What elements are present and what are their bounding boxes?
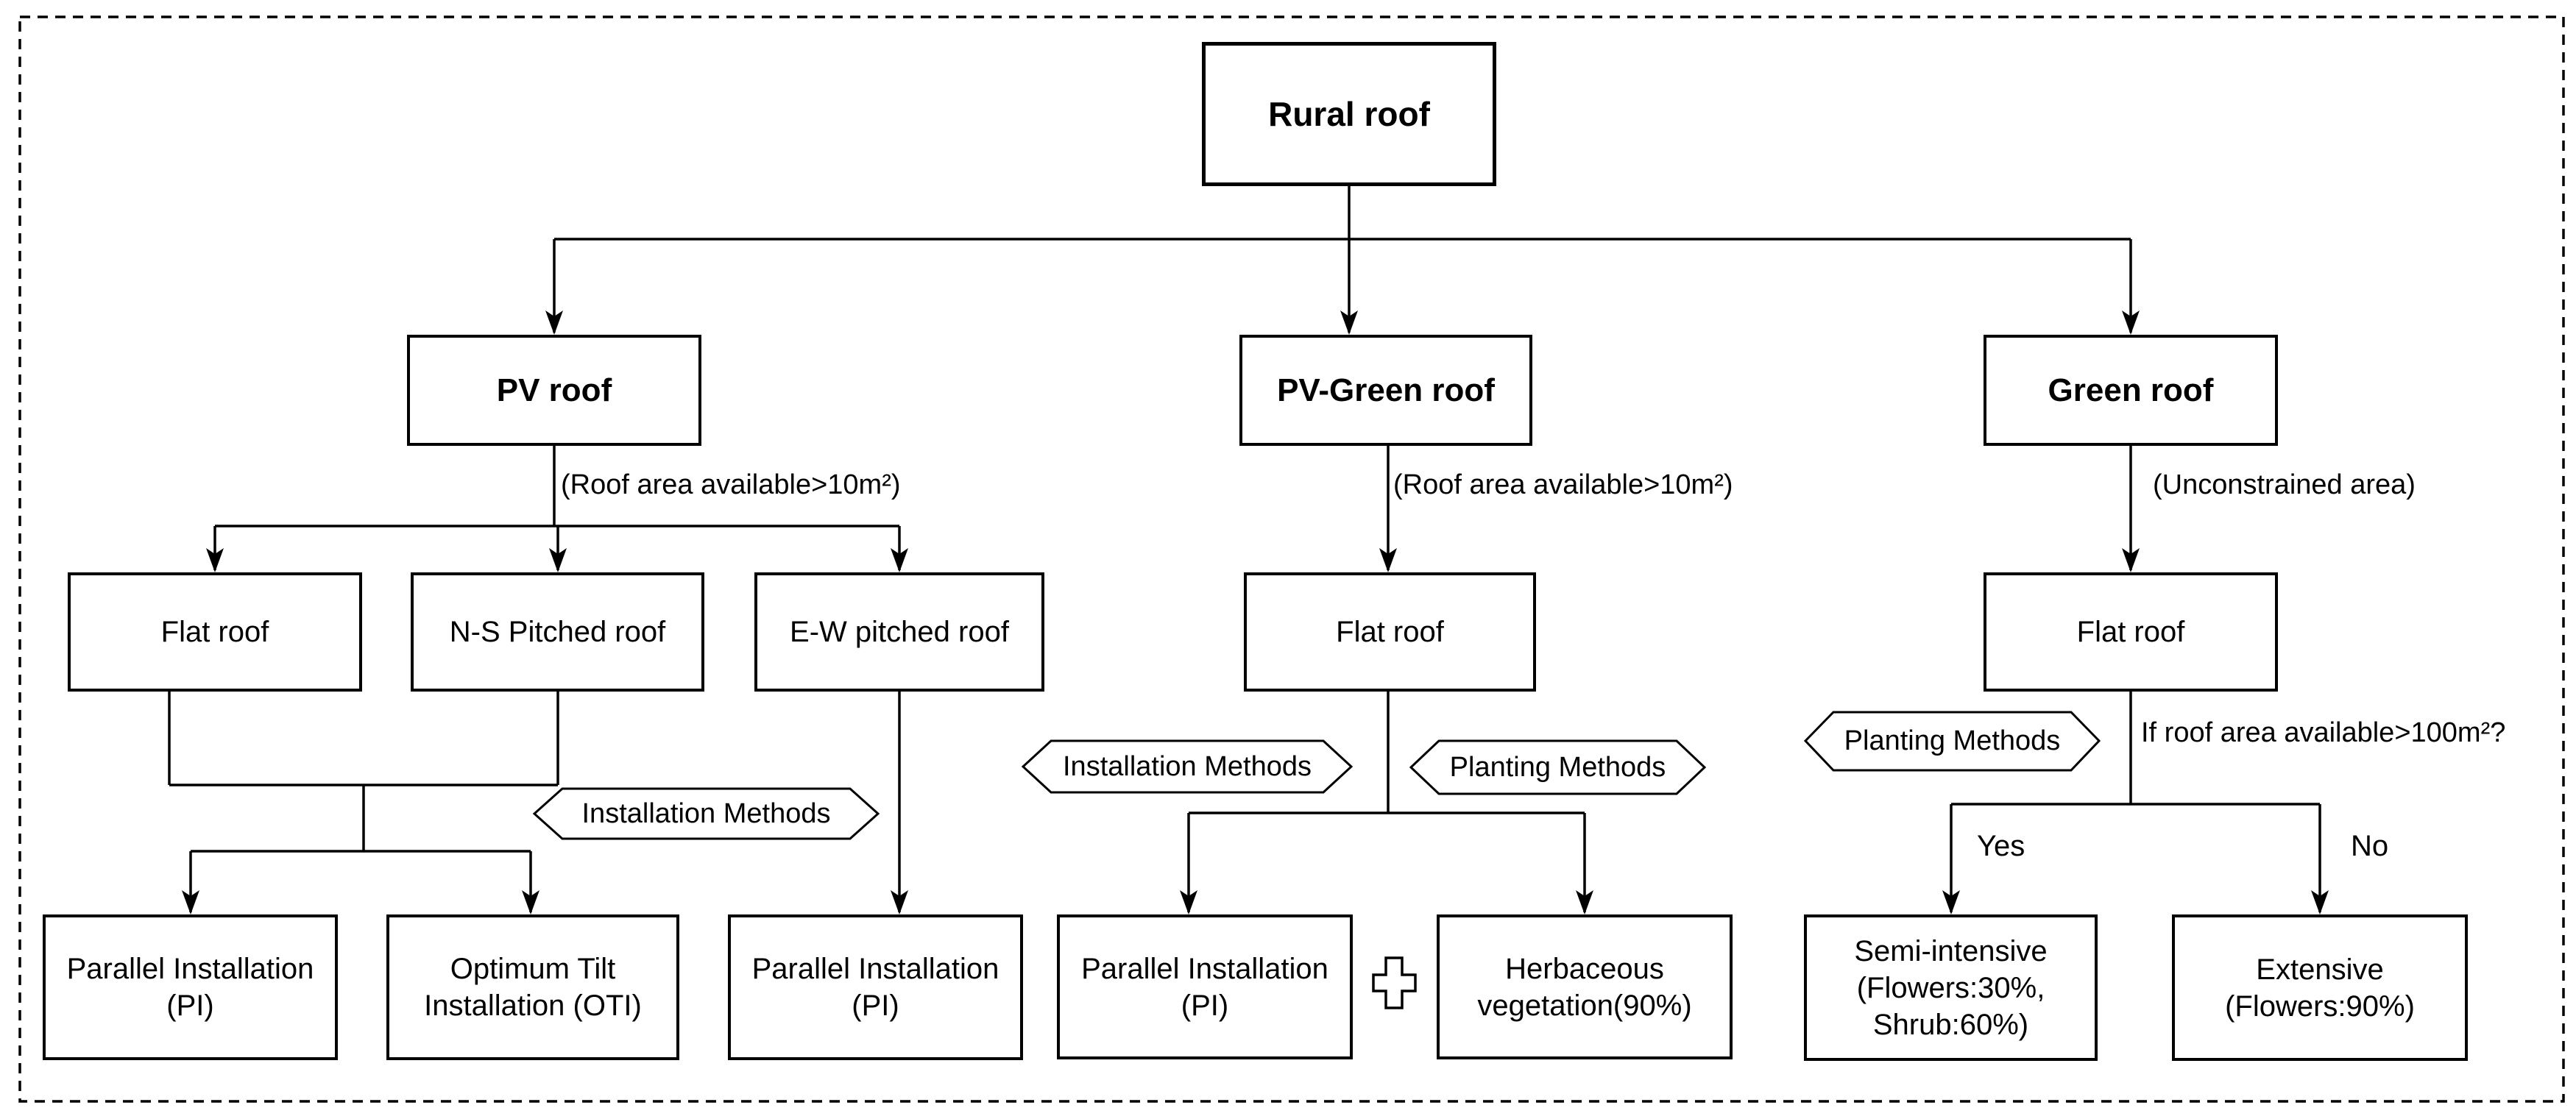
node-pv-green-roof: PV-Green roof [1239,335,1532,446]
node-semi-intensive: Semi-intensive (Flowers:30%, Shrub:60%) [1804,914,2098,1061]
hexagon-installation-methods-pv-green [1021,739,1354,794]
node-label-line: Semi-intensive [1854,934,2048,967]
yes-branch-label: Yes [1977,830,2025,862]
node-label: Green roof [2048,372,2214,408]
dashed-border [18,15,2565,1103]
pv-roof-condition-note: (Roof area available>10m²) [561,469,901,500]
pv-green-roof-condition-note: (Roof area available>10m²) [1393,469,1733,500]
node-label-line: Parallel Installation [66,953,314,985]
node-label-line: (Flowers:30%, [1856,971,2045,1004]
node-ns-pitched-roof: N-S Pitched roof [411,572,704,692]
node-label-line: Optimum Tilt [450,953,616,985]
tag-planting-methods-pv-green: Planting Methods [1449,751,1666,783]
connector-lines [168,186,2321,912]
node-optimum-tilt-installation: Optimum Tilt Installation (OTI) [386,914,679,1060]
node-label: E-W pitched roof [790,616,1009,648]
node-label: PV-Green roof [1277,372,1495,408]
node-rural-roof: Rural roof [1202,42,1496,186]
node-ew-pitched-roof: E-W pitched roof [754,572,1044,692]
node-parallel-installation-ew: Parallel Installation (PI) [728,914,1023,1060]
hexagon-planting-methods-pv-green [1409,739,1707,795]
node-label-line: Parallel Installation [1081,952,1328,985]
node-label: Flat roof [1336,616,1444,648]
node-flat-roof-pv-green: Flat roof [1244,572,1536,692]
node-parallel-installation-pv-green: Parallel Installation (PI) [1057,914,1353,1059]
node-flat-roof-pv: Flat roof [68,572,362,692]
no-branch-label: No [2351,830,2389,862]
hexagon-tag-shapes [532,711,2101,840]
area-question: If roof area available>100m²? [2141,717,2506,748]
node-label: Rural roof [1268,95,1430,133]
node-label-line: (PI) [852,990,899,1022]
node-label-line: vegetation(90%) [1477,989,1692,1022]
hexagon-planting-methods-green [1803,711,2101,772]
green-roof-condition-note: (Unconstrained area) [2153,469,2416,500]
node-label-line: (Flowers:90%) [2225,990,2415,1023]
node-extensive: Extensive (Flowers:90%) [2172,914,2468,1061]
node-parallel-installation-flat-ns: Parallel Installation (PI) [43,914,338,1060]
node-label-line: (PI) [1181,989,1229,1022]
tag-planting-methods-green: Planting Methods [1844,725,2061,756]
node-label-line: Installation (OTI) [424,990,642,1022]
node-label: PV roof [496,372,612,408]
node-label-line: Herbaceous [1505,952,1664,985]
node-label: N-S Pitched roof [449,616,666,648]
plus-join-icon [1372,956,1417,1009]
node-label: Flat roof [160,616,269,648]
node-label: Flat roof [2076,616,2185,648]
node-label-line: (PI) [166,990,214,1022]
node-label-line: Extensive [2256,953,2384,986]
tag-installation-methods-pv: Installation Methods [581,797,831,829]
hexagon-installation-methods-pv [532,787,880,840]
node-pv-roof: PV roof [407,335,701,446]
node-flat-roof-green: Flat roof [1984,572,2278,692]
node-label-line: Shrub:60%) [1872,1008,2029,1041]
arrowheads [182,310,2329,914]
node-herbaceous-vegetation: Herbaceous vegetation(90%) [1437,914,1733,1059]
node-green-roof: Green roof [1984,335,2278,446]
tag-installation-methods-pv-green: Installation Methods [1063,750,1312,782]
node-label-line: Parallel Installation [751,953,999,985]
